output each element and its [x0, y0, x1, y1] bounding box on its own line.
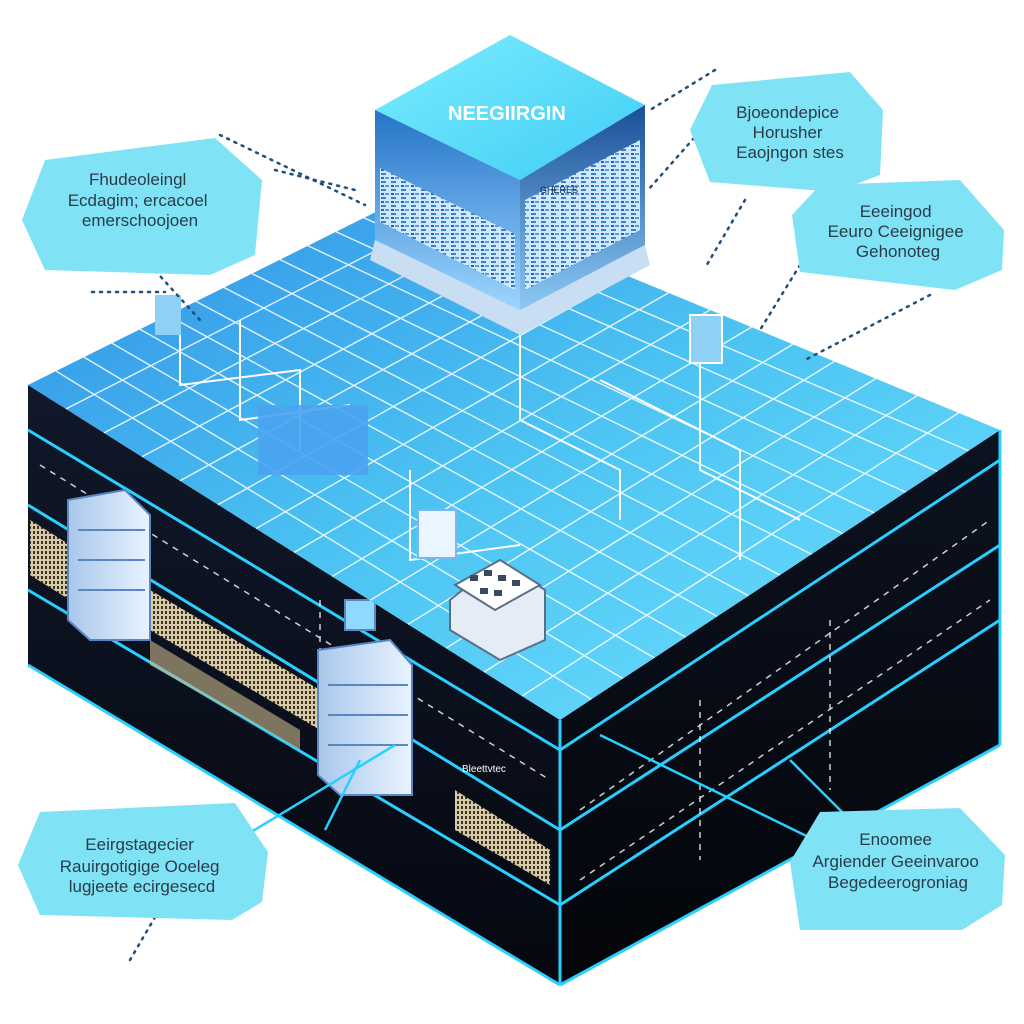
control-tower: NEEGIIRGIN GHERES	[370, 35, 650, 335]
roof-unit	[689, 314, 723, 364]
floor-bands-right	[558, 430, 1002, 987]
svg-text:Enoomee Argiender Geeinv: Enoomee Argiender Geeinvaroo Begedeerogr…	[812, 830, 983, 892]
callout-line: Eeirgstagecier	[85, 835, 194, 854]
server-tower	[67, 488, 151, 641]
roof-grid-line	[331, 326, 752, 578]
callout-line: Argiender Geeinvaroo	[812, 852, 978, 871]
roof-grid-line	[255, 292, 669, 530]
rack-row	[150, 640, 300, 750]
callout-line: Eeeingod	[860, 202, 932, 221]
roof-grid-line	[293, 309, 711, 554]
leader-lines	[90, 68, 932, 962]
callout-bottom-left: Eeirgstagecier Rauirgotigige Ooeleg lugj…	[18, 803, 268, 920]
callout-line: Horusher	[753, 123, 823, 142]
roof-surface	[28, 190, 1000, 720]
callout-line: Begedeerogroniag	[828, 873, 968, 892]
roof-grid-line	[483, 395, 918, 673]
roof-unit	[258, 405, 368, 475]
rack-row	[455, 790, 550, 885]
building-right-wall	[560, 430, 1000, 985]
roof-grid	[55, 203, 969, 700]
hvac-unit	[449, 558, 546, 662]
callout-line: Enoomee	[859, 830, 932, 849]
callout-line: emerschoojoen	[82, 211, 198, 230]
tower-side-sign: GHERES	[540, 185, 578, 195]
callout-line: Fhudeoleingl	[89, 170, 186, 189]
callout-top-right: Bjoeondepice Horusher Eaojngon stes	[690, 72, 883, 192]
callout-bottom-right: Enoomee Argiender Geeinvaroo Begedeerogr…	[790, 808, 1005, 930]
connector-lines	[237, 733, 851, 852]
callout-line: Ecdagim; ercacoel	[68, 191, 208, 210]
callout-line: Bjoeondepice	[736, 103, 839, 122]
callout-line: lugjeete ecirgesecd	[69, 877, 215, 896]
svg-text:Eeirgstagecier Rauirgoti: Eeirgstagecier Rauirgotigige Ooeleg lugj…	[60, 835, 224, 896]
svg-text:Eeeingod Eeuro Ceeignige: Eeeingod Eeuro Ceeignigee Gehonoteg	[828, 202, 969, 261]
callout-mid-right: Eeeingod Eeuro Ceeignigee Gehonoteg	[792, 180, 1004, 290]
tower-screen-right	[525, 140, 640, 290]
callout-line: Rauirgotigige Ooeleg	[60, 857, 220, 876]
roof	[28, 190, 1000, 720]
callout-line: Eeuro Ceeignigee	[828, 222, 964, 241]
roof-unit	[417, 509, 457, 559]
building-base: Bleettvtec	[27, 385, 1002, 987]
tower-top	[375, 35, 645, 180]
roof-unit	[155, 295, 181, 335]
floor-sign: Bleettvtec	[462, 764, 506, 775]
tower-sign: NEEGIIRGIN	[448, 103, 566, 125]
rack-row	[30, 520, 70, 600]
server-racks-left	[30, 520, 550, 885]
tower-screen-front	[380, 168, 515, 290]
callout-line: Eaojngon stes	[736, 143, 844, 162]
callout-line: Gehonoteg	[856, 242, 940, 261]
rack-row	[150, 590, 320, 730]
svg-text:Fhudeoleingl Ecdagim; er: Fhudeoleingl Ecdagim; ercacoel emerschoo…	[68, 170, 213, 230]
tower-base	[370, 240, 650, 335]
callout-top-left: Fhudeoleingl Ecdagim; ercacoel emerschoo…	[22, 138, 262, 275]
svg-text:Bjoeondepice Horusher: Bjoeondepice Horusher Eaojngon stes	[736, 103, 844, 162]
